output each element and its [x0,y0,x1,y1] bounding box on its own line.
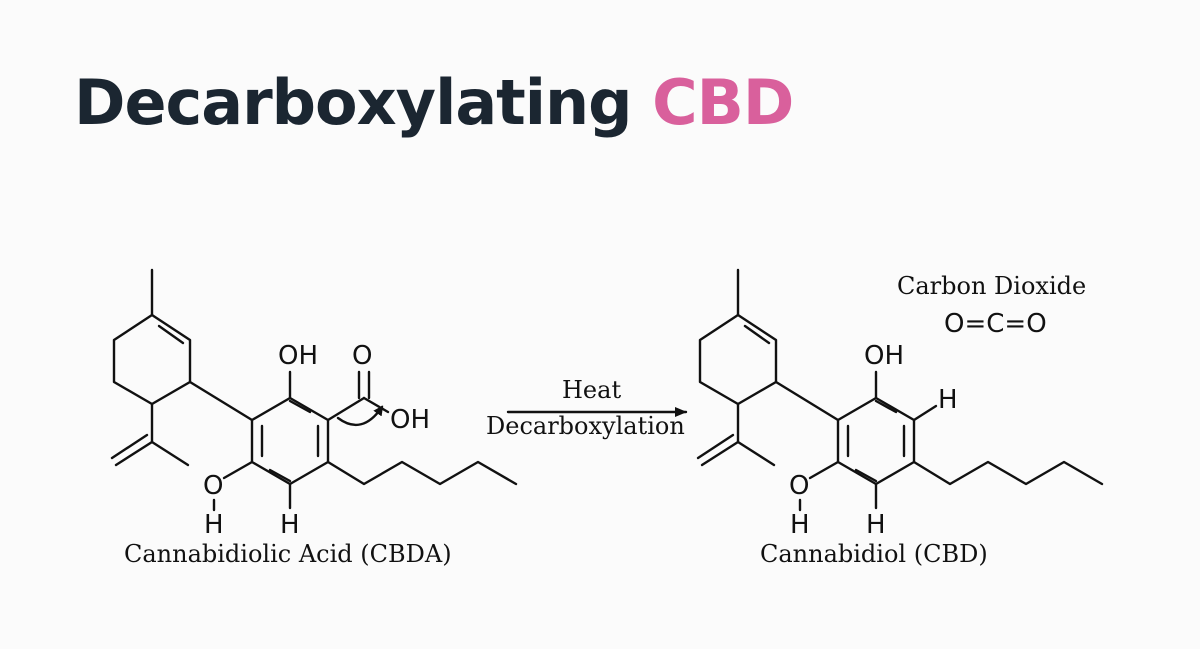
condition-heat: Heat [562,376,621,404]
cbd-pentyl-chain [912,460,1104,486]
cbda-aromatic-ring [250,396,330,486]
cbda-phenol-o: O [203,471,223,501]
title-accent: CBD [652,66,794,139]
cbda-carbonyl-o: O [352,341,372,371]
cbd-name: Cannabidiol (CBD) [760,540,988,568]
cbda-pentyl-chain [326,460,518,486]
cbda-ring-h: H [280,510,300,540]
cbda-ring-link [188,380,254,422]
cbd-isopropenyl [696,402,776,467]
cbd-cyclohexene-ring [698,268,778,406]
co2-byproduct: Carbon Dioxide O=C=O [897,272,1086,339]
cbd-ring-h-bottom: H [866,510,886,540]
cbd-ring-link [774,380,840,422]
cbd-aromatic-ring [836,396,916,486]
reaction-arrow-group: Heat Decarboxylation [486,376,688,440]
co2-name: Carbon Dioxide [897,272,1086,300]
co2-formula: O=C=O [944,309,1047,339]
cbda-name: Cannabidiolic Acid (CBDA) [124,540,452,568]
cbda-curly-arrow [336,405,384,427]
page-title: Decarboxylating CBD [74,72,794,134]
cbda-cyclohexene-ring [112,268,192,406]
cbda-molecule: OH O OH O H H Cannabidiolic Acid (CBDA) [110,268,518,568]
cbd-phenol-h: H [790,510,810,540]
cbd-oh-top: OH [864,341,904,371]
cbd-molecule: OH H O H H Cannabidiol (CBD) [696,268,1104,568]
condition-decarboxylation: Decarboxylation [486,412,685,440]
title-main: Decarboxylating [74,66,633,139]
cbda-phenol-h: H [204,510,224,540]
cbd-phenol-o: O [789,471,809,501]
cbda-carboxyl-group [326,370,390,422]
cbda-isopropenyl [110,402,190,467]
cbd-ring-h-right: H [938,385,958,415]
cbda-oh-top: OH [278,341,318,371]
cbda-acid-oh: OH [390,405,430,435]
